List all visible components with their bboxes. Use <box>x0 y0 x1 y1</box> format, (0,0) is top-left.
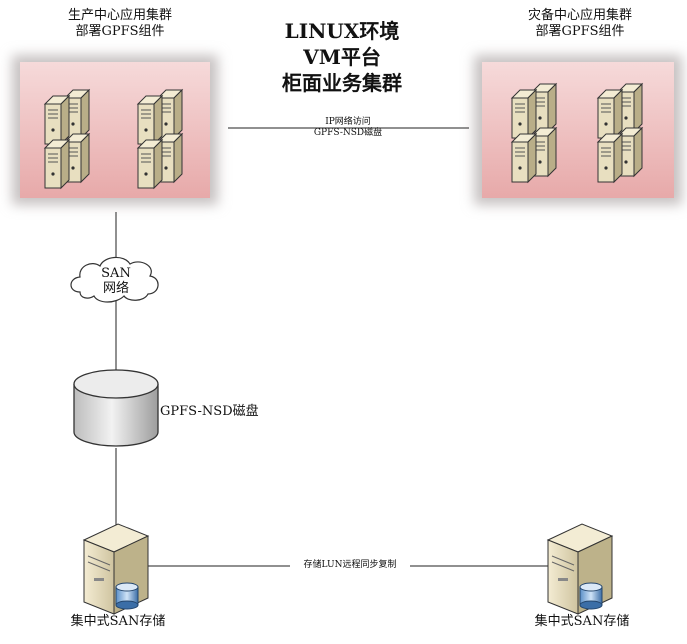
san-label-line1: SAN <box>101 266 131 281</box>
diagram-title: LINUX环境 VM平台 柜面业务集群 <box>240 18 444 96</box>
san-label-line2: 网络 <box>102 281 129 296</box>
dr-caption-line1: 灾备中心应用集群 <box>527 8 632 23</box>
gpfs-nsd-disk-icon <box>73 369 159 447</box>
title-line1: LINUX环境 <box>284 19 400 43</box>
dr-cluster-caption: 灾备中心应用集群 部署GPFS组件 <box>480 8 680 40</box>
title-line2: VM平台 <box>303 45 381 69</box>
production-cluster-caption: 生产中心应用集群 部署GPFS组件 <box>20 8 220 40</box>
ip-link-line1: IP网络访问 <box>325 117 371 127</box>
ip-link-line2: GPFS-NSD磁盘 <box>313 128 383 138</box>
storage-right-icon <box>546 523 614 615</box>
dr-caption-line2: 部署GPFS组件 <box>535 24 625 39</box>
disk-label: GPFS-NSD磁盘 <box>160 404 259 419</box>
storage-left-icon <box>82 523 150 615</box>
san-cloud-icon <box>70 256 159 303</box>
storage-right-label: 集中式SAN存储 <box>534 614 630 629</box>
ip-link-label: IP网络访问 GPFS-NSD磁盘 <box>298 117 398 139</box>
dr-cluster-panel <box>474 55 682 205</box>
storage-left-label: 集中式SAN存储 <box>70 614 166 629</box>
production-caption-line2: 部署GPFS组件 <box>75 24 165 39</box>
replication-label: 存储LUN远程同步复制 <box>290 560 410 571</box>
production-caption-line1: 生产中心应用集群 <box>67 8 172 23</box>
san-cloud-label: SAN 网络 <box>86 266 146 296</box>
title-line3: 柜面业务集群 <box>282 71 402 95</box>
production-cluster-panel <box>12 55 218 205</box>
